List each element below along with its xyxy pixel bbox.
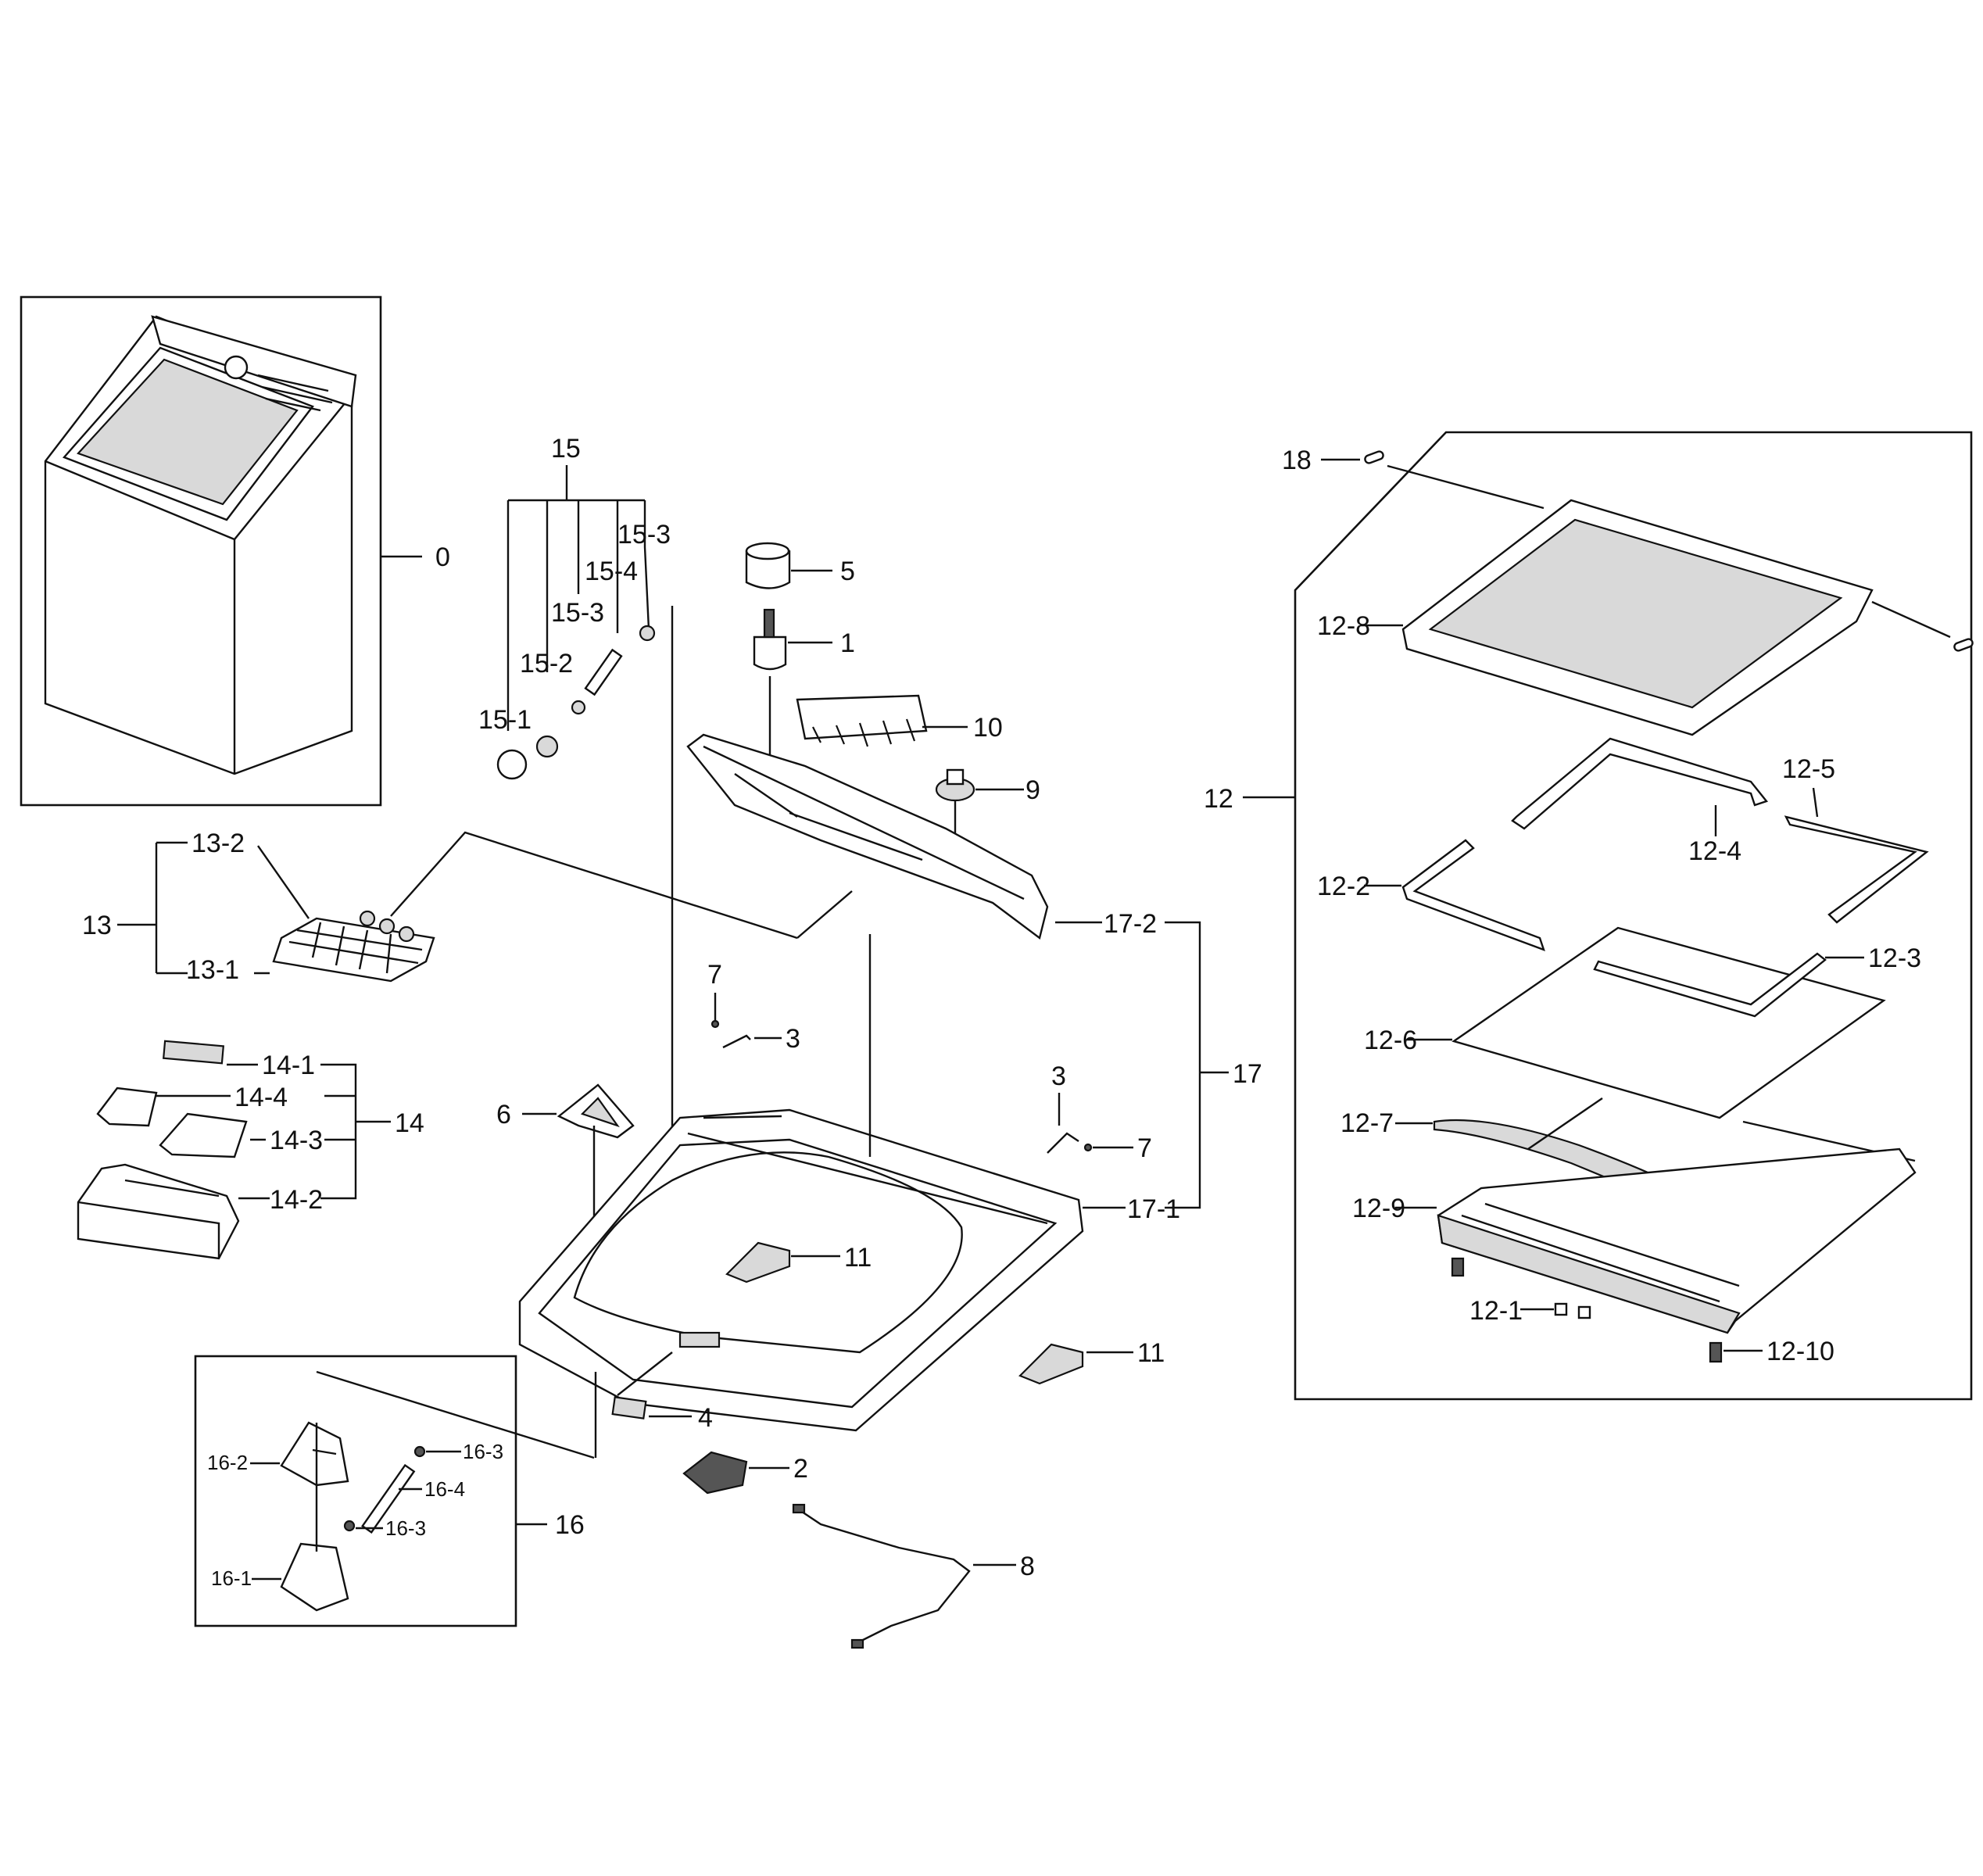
callout-15-3-lower: 15-3 (551, 598, 604, 628)
callout-1: 1 (840, 628, 855, 658)
callout-7-left: 7 (707, 960, 722, 990)
hinge-assembly-box-16 (194, 1355, 517, 1627)
callout-14-3: 14-3 (270, 1126, 323, 1155)
callout-9: 9 (1026, 775, 1040, 805)
callout-12-10: 12-10 (1766, 1337, 1834, 1366)
callout-17: 17 (1233, 1059, 1262, 1089)
callout-13-1: 13-1 (186, 955, 239, 985)
bumper-12-10 (1709, 1341, 1723, 1363)
hinge-cap-15-1 (496, 749, 528, 780)
washer-assembly-box (20, 295, 382, 807)
dispenser-drawer-14-2 (77, 1163, 240, 1260)
callout-14: 14 (395, 1108, 424, 1138)
callout-17-2: 17-2 (1104, 909, 1157, 939)
callout-16-1: 16-1 (211, 1566, 252, 1590)
hinge-16-1 (280, 1542, 349, 1612)
cover-14-1 (162, 1040, 225, 1065)
hinge-bracket-11-inner (725, 1241, 791, 1283)
callout-15-3-upper: 15-3 (617, 520, 671, 550)
hinge-bracket-11-outer (1018, 1343, 1084, 1385)
callout-11-outer: 11 (1137, 1338, 1165, 1368)
callout-16-4: 16-4 (424, 1477, 465, 1501)
hinge-shaft-16-4 (361, 1463, 416, 1534)
screw-3-left (722, 1034, 751, 1049)
callout-15-2: 15-2 (520, 649, 573, 678)
callout-12-3: 12-3 (1868, 943, 1921, 973)
pin-18-right (1953, 638, 1974, 652)
lid-rail-12-4 (1511, 737, 1769, 830)
callout-4: 4 (698, 1403, 713, 1433)
detergent-drawer-13 (272, 917, 435, 983)
callout-12-9: 12-9 (1352, 1194, 1405, 1223)
callout-12-5: 12-5 (1782, 754, 1835, 784)
callout-18: 18 (1282, 446, 1312, 475)
callout-12-2: 12-2 (1317, 872, 1370, 901)
shaft-1 (753, 635, 787, 671)
callout-3-right: 3 (1051, 1062, 1066, 1091)
control-panel-frame-17-2 (686, 733, 1049, 940)
callout-6: 6 (496, 1100, 511, 1130)
lid-rail-12-5 (1784, 815, 1929, 924)
callout-12-7: 12-7 (1340, 1108, 1394, 1138)
latch-4 (611, 1396, 647, 1420)
lid-lock-2 (682, 1451, 748, 1495)
callout-13-2: 13-2 (191, 829, 245, 858)
callout-16-3-lower: 16-3 (385, 1516, 426, 1540)
latch-opening (678, 1331, 721, 1348)
callout-12-8: 12-8 (1317, 611, 1370, 641)
callout-16: 16 (555, 1510, 585, 1540)
cover-14-4 (96, 1087, 158, 1127)
callout-13: 13 (82, 911, 112, 940)
callout-15: 15 (551, 434, 581, 464)
callout-12-4: 12-4 (1688, 836, 1741, 866)
hinge-bushing-15-2 (535, 735, 559, 758)
bumper-12-1b (1577, 1305, 1591, 1319)
callout-14-1: 14-1 (262, 1051, 315, 1080)
callout-15-4: 15-4 (585, 557, 638, 586)
switch-bracket-10 (796, 694, 928, 740)
callout-10: 10 (973, 713, 1003, 743)
lid-rail-12-3 (1593, 952, 1827, 1018)
callout-17-1: 17-1 (1127, 1194, 1180, 1224)
callout-0: 0 (435, 542, 450, 572)
callout-8: 8 (1020, 1552, 1035, 1581)
bumper-left (1451, 1257, 1465, 1277)
callout-12-1: 12-1 (1469, 1296, 1523, 1326)
top-cover-17-1 (518, 1108, 1084, 1432)
callout-12-6: 12-6 (1364, 1026, 1417, 1055)
callout-16-3-upper: 16-3 (463, 1440, 503, 1463)
callout-16-2: 16-2 (207, 1451, 248, 1474)
lid-rail-12-2 (1401, 839, 1545, 951)
callout-7-right: 7 (1137, 1133, 1152, 1163)
callout-14-4: 14-4 (234, 1083, 288, 1112)
bumper-12-1a (1554, 1302, 1568, 1316)
callout-2: 2 (793, 1454, 808, 1484)
callout-11-inner: 11 (844, 1243, 872, 1273)
hinge-16-2 (280, 1421, 349, 1487)
dispenser-14-3 (159, 1112, 248, 1158)
screw-3-right (1047, 1132, 1079, 1154)
callout-15-1: 15-1 (478, 705, 532, 735)
callout-14-2: 14-2 (270, 1185, 323, 1215)
pin-18-left (1364, 450, 1384, 464)
wire-harness-8 (796, 1508, 971, 1643)
lid-glass-12-6 (1451, 926, 1886, 1119)
callout-3-left: 3 (786, 1024, 800, 1054)
callout-12: 12 (1204, 784, 1233, 814)
hinge-shaft-15-4 (584, 648, 623, 696)
lid-assembly-box-12 (1294, 431, 1973, 1401)
callout-5: 5 (840, 557, 855, 586)
